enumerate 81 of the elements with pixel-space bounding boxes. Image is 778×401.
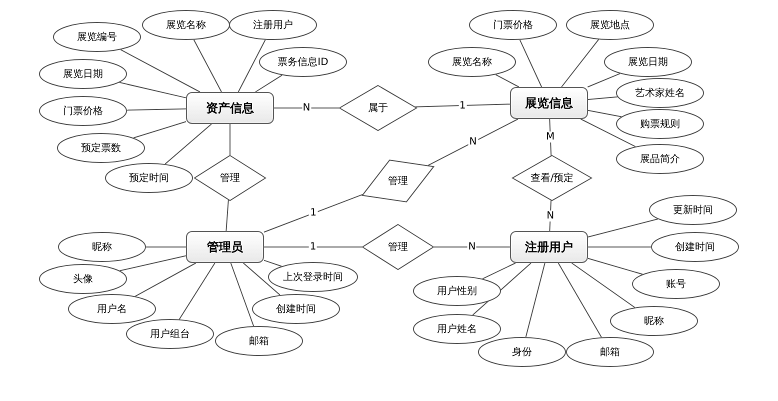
connector-line (495, 74, 520, 88)
attribute-ellipse: 身份 (478, 337, 566, 367)
attribute-ellipse: 门票价格 (469, 10, 557, 40)
attribute-ellipse: 注册用户 (229, 10, 317, 40)
attribute-ellipse: 昵称 (58, 232, 146, 262)
connector-line (226, 199, 229, 232)
cardinality-label: 1 (458, 100, 467, 112)
connector-line (264, 194, 364, 233)
attribute-ellipse: 用户姓名 (413, 314, 501, 344)
attribute-ellipse: 展品简介 (616, 144, 704, 174)
cardinality-label: N (546, 210, 556, 222)
relationship-diamond: 查看/预定 (512, 155, 592, 201)
connector-line (264, 260, 282, 267)
attribute-ellipse: 邮箱 (215, 326, 303, 356)
attribute-ellipse: 创建时间 (651, 232, 739, 262)
connector-line (120, 49, 201, 92)
cardinality-label: N (302, 102, 312, 114)
connector-line (561, 39, 600, 88)
connector-line (549, 200, 552, 232)
connector-line (178, 262, 216, 320)
connector-line (242, 262, 280, 296)
connector-line (193, 39, 222, 92)
connector-line (558, 262, 602, 338)
connector-line (119, 255, 186, 272)
connector-line (588, 110, 622, 118)
connector-line (428, 118, 519, 166)
cardinality-label: 1 (308, 242, 318, 252)
connector-line (525, 262, 546, 338)
attribute-ellipse: 门票价格 (39, 96, 127, 126)
attribute-ellipse: 预定时间 (105, 163, 193, 193)
attribute-ellipse: 用户名 (68, 294, 156, 324)
attribute-ellipse: 展览日期 (604, 47, 692, 77)
attribute-ellipse: 昵称 (610, 306, 698, 336)
connector-line (588, 218, 658, 238)
attribute-ellipse: 用户性别 (413, 276, 501, 306)
entity-box: 展览信息 (510, 87, 588, 119)
connector-line (571, 262, 636, 308)
attribute-ellipse: 展览日期 (39, 59, 127, 89)
entity-box: 资产信息 (186, 92, 274, 124)
relationship-diamond: 属于 (339, 85, 417, 131)
attribute-ellipse: 展览编号 (53, 22, 141, 52)
cardinality-label: N (468, 136, 478, 148)
connector-line (414, 104, 510, 108)
connector-line (230, 262, 254, 327)
attribute-ellipse: 展览地点 (566, 10, 654, 40)
connector-line (549, 118, 552, 156)
attribute-ellipse: 账号 (632, 269, 720, 299)
entity-box: 注册用户 (510, 231, 588, 263)
cardinality-label: M (545, 132, 556, 143)
connector-line (238, 39, 266, 92)
attribute-ellipse: 预定票数 (57, 133, 145, 163)
connector-line (254, 74, 283, 92)
attribute-ellipse: 更新时间 (649, 195, 737, 225)
connector-line (588, 246, 652, 248)
relationship-diamond: 管理 (194, 155, 266, 201)
relationship-diamond: 管理 (362, 224, 434, 270)
cardinality-label: N (467, 242, 477, 252)
connector-line (482, 262, 516, 280)
connector-line (264, 246, 362, 248)
connector-line (146, 246, 186, 248)
attribute-ellipse: 艺术家姓名 (616, 78, 704, 108)
relationship-diamond: 管理 (359, 158, 437, 204)
attribute-ellipse: 上次登录时间 (268, 262, 358, 292)
attribute-ellipse: 用户组台 (126, 319, 214, 349)
connector-line (164, 124, 212, 165)
attribute-ellipse: 创建时间 (252, 294, 340, 324)
connector-line (133, 121, 186, 138)
entity-box: 管理员 (186, 231, 264, 263)
attribute-ellipse: 展览名称 (428, 47, 516, 77)
attribute-ellipse: 邮箱 (566, 337, 654, 367)
connector-line (519, 39, 542, 88)
attribute-ellipse: 头像 (39, 264, 127, 294)
connector-line (134, 262, 196, 297)
connector-line (126, 108, 186, 111)
connector-line (118, 82, 186, 98)
connector-line (434, 246, 510, 248)
attribute-ellipse: 票务信息ID (259, 47, 347, 77)
attribute-ellipse: 展览名称 (142, 10, 230, 40)
connector-line (588, 258, 644, 275)
attribute-ellipse: 购票规则 (616, 109, 704, 139)
connector-line (588, 96, 618, 100)
